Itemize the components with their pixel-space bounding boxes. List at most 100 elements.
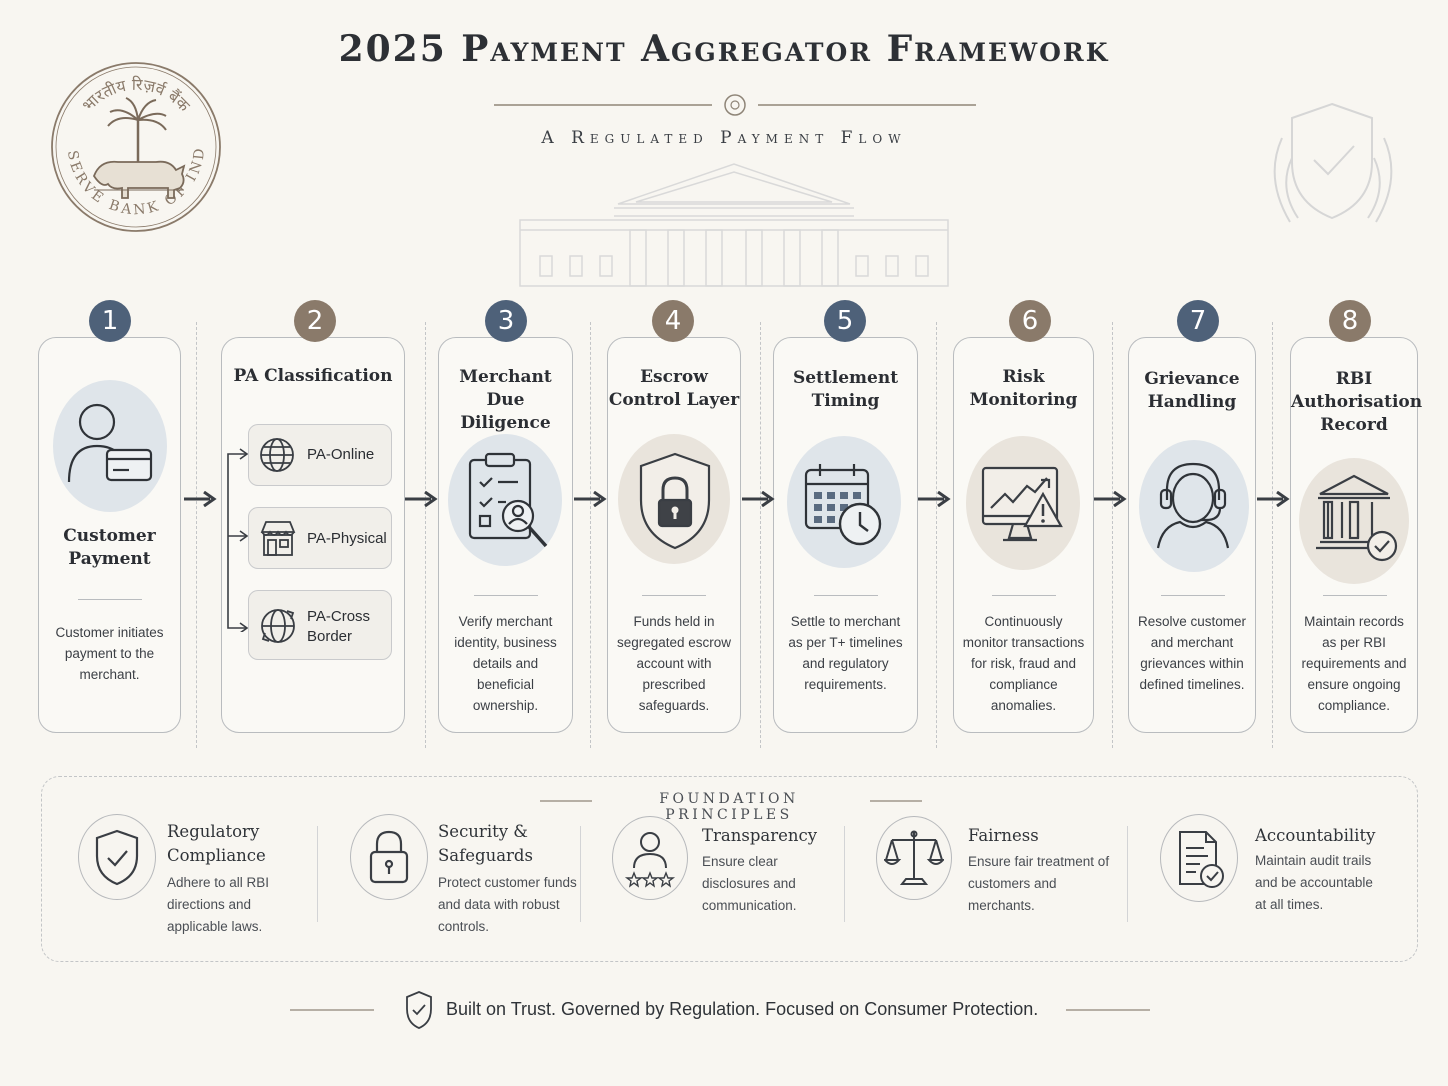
principle-icon-frame <box>350 814 428 900</box>
step-title: PA Classification <box>233 366 393 386</box>
flow-arrow-icon <box>1094 491 1127 507</box>
principle-title: Transparency <box>702 826 818 845</box>
icon-background <box>53 380 167 512</box>
bank-check-icon <box>1316 474 1398 562</box>
shield-check-watermark-icon <box>1273 102 1393 223</box>
step-divider-line <box>642 595 706 596</box>
globe-icon <box>260 438 294 472</box>
step-card-grievance-handling: Grievance Handling Resolve customer and … <box>1128 337 1256 733</box>
footer-tagline: Built on Trust. Governed by Regulation. … <box>446 999 1039 1019</box>
step-divider <box>196 322 197 748</box>
step-divider <box>760 322 761 748</box>
clipboard-search-icon <box>468 452 548 548</box>
customer-card-icon <box>67 403 153 483</box>
step-number-badge: 8 <box>1329 300 1371 342</box>
step-divider-line <box>1323 595 1387 596</box>
step-divider <box>590 322 591 748</box>
step-number-badge: 7 <box>1177 300 1219 342</box>
step-description: Customer initiates payment to the mercha… <box>55 625 164 682</box>
step-card-rbi-authorisation-record: RBI Authorisation Record Maintain record… <box>1290 337 1423 733</box>
rbi-seal-icon: भारतीय रिज़र्व बैंक RESERVE BANK OF INDI… <box>50 58 221 232</box>
principle-icon-frame <box>1160 814 1238 902</box>
step-number-badge: 3 <box>485 300 527 342</box>
monitor-alert-icon <box>981 466 1063 542</box>
step-title: Grievance Handling <box>1144 369 1240 412</box>
icon-background <box>1299 458 1409 584</box>
step-card-customer-payment: Customer Payment Customer initiates paym… <box>38 337 181 733</box>
pa-option-label: PA-Cross Border <box>307 608 371 645</box>
principle-description: Maintain audit trails and be accountable… <box>1255 853 1373 912</box>
principle-title: Accountability <box>1255 826 1376 845</box>
principle-icon-frame <box>78 814 156 900</box>
step-title: RBI Authorisation Record <box>1291 369 1423 435</box>
classification-branch-lines <box>227 448 249 632</box>
step-description: Verify merchant identity, business detai… <box>454 614 557 713</box>
pa-online-option: PA-Online <box>248 424 392 486</box>
step-description: Resolve customer and merchant grievances… <box>1137 614 1247 692</box>
page-subtitle: A Regulated Payment Flow <box>541 128 907 148</box>
step-divider-line <box>814 595 878 596</box>
flow-arrow-icon <box>1257 491 1290 507</box>
padlock-icon <box>369 830 409 884</box>
shield-lock-icon <box>639 452 711 550</box>
flow-arrow-icon <box>742 491 775 507</box>
footer-rules <box>290 1009 1150 1011</box>
step-card-risk-monitoring: Risk Monitoring Continuously monitor tra… <box>953 337 1094 733</box>
foundation-principles-panel <box>41 776 1418 962</box>
step-number-badge: 1 <box>89 300 131 342</box>
step-divider-line <box>1161 595 1225 596</box>
step-title: Merchant Due Diligence <box>459 367 552 433</box>
principle-separator <box>580 826 581 922</box>
step-number-badge: 6 <box>1009 300 1051 342</box>
principle-title: Regulatory Compliance <box>167 822 266 865</box>
step-description: Maintain records as per RBI requirements… <box>1301 614 1407 713</box>
flow-arrow-icon <box>918 491 951 507</box>
step-title: Settlement Timing <box>792 368 899 411</box>
step-number-badge: 2 <box>294 300 336 342</box>
calendar-clock-icon <box>804 464 882 546</box>
step-description: Settle to merchant as per T+ timelines a… <box>788 614 903 692</box>
storefront-icon <box>260 521 296 556</box>
pa-option-label: PA-Online <box>307 446 375 463</box>
step-number-badge: 4 <box>652 300 694 342</box>
shield-check-footer-icon <box>406 991 432 1029</box>
principles-heading: Foundation Principles <box>659 791 799 823</box>
pa-physical-option: PA-Physical <box>248 507 392 569</box>
step-description: Continuously monitor transactions for ri… <box>962 614 1085 713</box>
pa-cross-border-option: PA-Cross Border <box>248 590 392 660</box>
principle-description: Protect customer funds and data with rob… <box>438 875 577 934</box>
shield-check-icon <box>95 829 139 886</box>
step-card-settlement-timing: Settlement Timing Settle to merchant as … <box>773 337 918 733</box>
principle-icon-frame <box>612 816 688 900</box>
page-title: 2025 Payment Aggregator Framework <box>338 28 1110 70</box>
step-divider <box>425 322 426 748</box>
flow-arrow-icon <box>405 491 438 507</box>
title-ornament <box>494 94 976 116</box>
step-divider <box>1112 322 1113 748</box>
step-divider <box>936 322 937 748</box>
globe-arrows-icon <box>261 609 295 643</box>
icon-background <box>1139 440 1249 572</box>
document-check-icon <box>1179 831 1224 888</box>
building-watermark-icon <box>519 163 949 287</box>
headset-agent-icon <box>1156 462 1230 549</box>
pa-option-label: PA-Physical <box>307 530 387 547</box>
step-title: Customer Payment <box>63 526 156 569</box>
step-divider <box>1272 322 1273 748</box>
step-title: Escrow Control Layer <box>608 367 740 410</box>
person-stars-icon <box>624 832 676 888</box>
step-divider-line <box>474 595 538 596</box>
step-title: Risk Monitoring <box>969 367 1078 410</box>
principle-title: Security & Safeguards <box>438 822 533 865</box>
principle-separator <box>844 826 845 922</box>
step-divider-line <box>78 599 142 600</box>
flow-arrow-icon <box>574 491 607 507</box>
step-divider-line <box>992 595 1056 596</box>
principle-separator <box>317 826 318 922</box>
principle-title: Fairness <box>968 826 1039 845</box>
step-description: Funds held in segregated escrow account … <box>616 614 732 713</box>
flow-arrow-icon <box>184 491 217 507</box>
principle-description: Adhere to all RBI directions and applica… <box>167 875 270 934</box>
principle-separator <box>1127 826 1128 922</box>
principle-description: Ensure clear disclosures and communicati… <box>702 854 797 913</box>
